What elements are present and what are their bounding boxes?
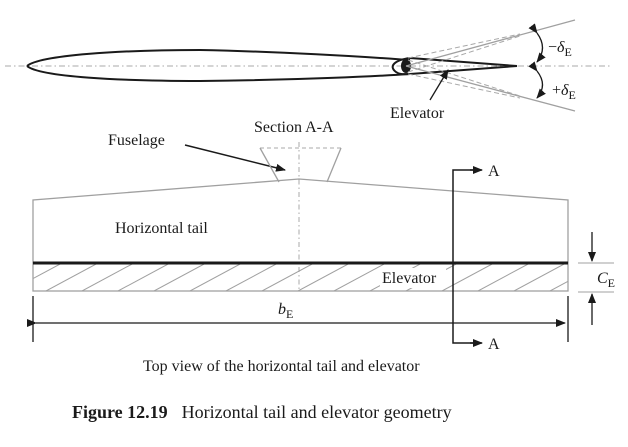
figure-title: Horizontal tail and elevator geometry [182, 402, 452, 422]
section-marker-top: A [488, 163, 500, 180]
fuselage-pointer-arrow [184, 144, 286, 172]
deflected-down-dash-2 [407, 73, 521, 99]
deflected-down-dash-1 [407, 59, 521, 97]
hatch-line [117, 263, 171, 291]
elevator-label-bg [380, 268, 446, 288]
hatch-line [297, 263, 351, 291]
section-label: Section A-A [254, 119, 334, 136]
fuselage-right-side [326, 147, 342, 183]
section-elevator-label: Elevator [390, 105, 445, 122]
deflected-up-line [405, 19, 576, 67]
deflected-up-dash-1 [407, 33, 521, 59]
hatch-line [549, 280, 568, 291]
figure-number: Figure 12.19 [72, 402, 168, 422]
pos-deflection-arc [528, 61, 546, 99]
chord-label: CE [597, 270, 615, 290]
elevator-outline [32, 262, 569, 292]
hatch-line [189, 263, 243, 291]
hatch-line [477, 263, 531, 291]
hatch-line [33, 263, 63, 280]
section-cut-line [452, 169, 474, 344]
hatch-line [513, 263, 567, 291]
hatch-line [441, 263, 495, 291]
span-label: bE [278, 301, 293, 321]
pos-deflection-label: +δE [552, 82, 576, 102]
fuselage-label: Fuselage [108, 132, 165, 149]
hatch-line [261, 263, 315, 291]
hatch-line [225, 263, 279, 291]
elevator-pointer-arrow [429, 69, 449, 101]
airfoil-outline [26, 48, 411, 83]
hatch-line [153, 263, 207, 291]
hatch-line [81, 263, 135, 291]
neg-deflection-label: −δE [548, 39, 572, 59]
section-view: −δE +δE Elevator Section A-A [5, 19, 610, 136]
figure-caption: Figure 12.19 Horizontal tail and elevator… [72, 402, 452, 422]
elevator-hatching [33, 263, 568, 291]
fuselage-left-side [259, 147, 280, 183]
section-marker-bottom: A [488, 336, 500, 353]
neg-deflection-arc [528, 23, 546, 63]
deflected-down-line [405, 65, 576, 112]
top-view: Fuselage Horizontal tail Elevator A A bE [27, 132, 615, 375]
hatch-line [333, 263, 387, 291]
top-view-caption: Top view of the horizontal tail and elev… [143, 358, 420, 375]
hatch-line [45, 263, 99, 291]
horizontal-tail-label: Horizontal tail [115, 220, 208, 237]
top-elevator-label: Elevator [382, 270, 437, 287]
horizontal-tail-outline [32, 178, 569, 263]
